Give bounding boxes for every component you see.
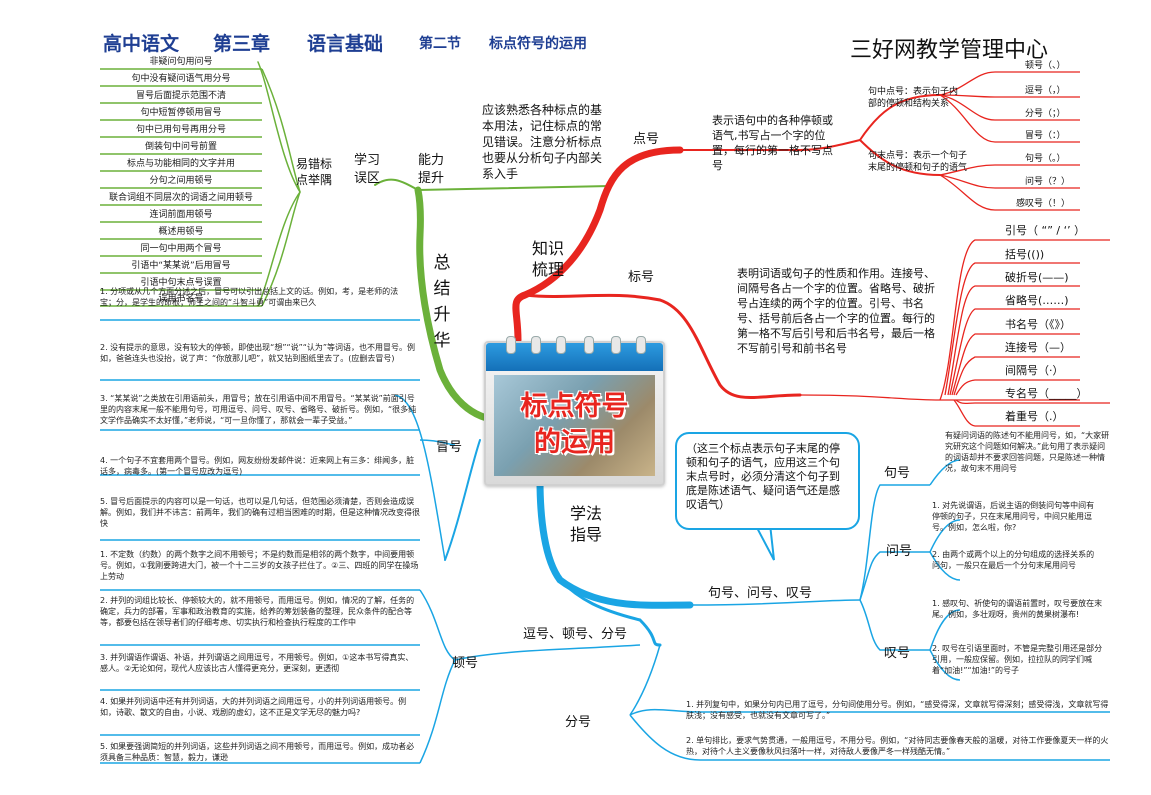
zone-label: 学习误区 — [354, 153, 381, 186]
error-item: 联合词组不同层次的词语之间用顿号 — [108, 193, 253, 203]
calendar-ring — [584, 336, 594, 354]
error-item: 句中没有疑问语气用分号 — [131, 74, 231, 84]
juhao-rule: 有疑问词语的陈述句不能用问号，如，“大家研究研究这个问题如何解决。”此句用了表示… — [945, 431, 1110, 473]
calendar-ring — [636, 336, 646, 354]
error-item: 分句之间用顿号 — [149, 176, 213, 186]
ability-text: 应该熟悉各种标点的基本用法，记住标点的常见错误。注意分析标点也要从分析句子内部关… — [482, 103, 603, 181]
biaohao-mark: 破折号(——) — [1005, 271, 1069, 284]
fenhao-rule-2: 2. 单句排比，要求气势贯通，一般用逗号，不用分号。例如，“对待同志要像春天般的… — [686, 736, 1109, 756]
dunhao-rule-4: 4. 如果并列词语中还有并列词语，大的并列词语之间用逗号，小的并列词语用顿号。例… — [100, 697, 407, 717]
ability-label: 能力提升 — [418, 153, 445, 186]
colon-rule-1: 1. 分项或从几个方面分述之后，冒号可以引出总括上文的话。例如，考，是老师的法宝… — [100, 287, 399, 307]
colon-rule-3: 3. “某某说”之类放在引用语前头，用冒号；放在引用语中间不用冒号。“某某说”前… — [100, 394, 417, 425]
title-unit: 语言基础 — [307, 33, 384, 55]
inner-mark: 逗号（，） — [1025, 86, 1066, 96]
tanhao-label: 叹号 — [884, 646, 911, 661]
biaohao-desc: 表明词语或句子的性质和作用。连接号、间隔号各占一个字的位置。省略号、破折号占连续… — [737, 267, 935, 355]
center-title-line2: 的运用 — [534, 427, 615, 458]
inner-mark: 冒号（：） — [1025, 131, 1066, 141]
juhao-label: 句号 — [884, 466, 911, 481]
biaohao-mark: 专名号（_____） — [1005, 387, 1088, 400]
dunhao-label: 顿号 — [452, 656, 479, 671]
tanhao-rule-2: 2. 叹号在引语里面时，不管是完整引用还是部分引用，一般应保留。例如，拉拉队的同… — [932, 644, 1103, 675]
title-topic: 标点符号的运用 — [489, 36, 587, 52]
wenhao-label: 问号 — [886, 544, 913, 559]
end-mark: 感叹号（！） — [1016, 199, 1071, 209]
error-item: 句中已用句号再用分号 — [135, 125, 226, 135]
dunhao-rule-2: 2. 并列的词组比较长、停顿较大的，就不用顿号，而用逗号。例如，情况的了解，任务… — [100, 596, 415, 627]
biaohao-mark: 书名号（《》） — [1005, 318, 1071, 331]
wenhao-rule-2: 2. 由两个或两个以上的分句组成的选择关系的问句，一般只在最后一个分句末尾用问号 — [932, 550, 1095, 570]
brand-name: 三好网教学管理中心 — [850, 38, 1049, 63]
biaohao-mark: 着重号（.） — [1005, 410, 1064, 423]
error-item: 冒号后面提示范围不清 — [135, 91, 226, 101]
dunhao-rule-3: 3. 并列谓语作谓语、补语，并列谓语之间用逗号，不用顿号。例如，①这本书写得真实… — [100, 653, 414, 673]
dunhao-rule-1: 1. 不定数（约数）的两个数字之间不用顿号；不是约数而是相邻的两个数字，中间要用… — [100, 550, 419, 581]
end-dianhao-desc: 句末点号：表示一个句子末尾的停顿和句子的语气 — [868, 151, 968, 173]
calendar-ring — [531, 336, 541, 354]
center-topic-card: 标点符号 的运用 — [484, 336, 665, 486]
colon-label: 冒号 — [436, 440, 463, 455]
biaohao-mark: 省略号(……) — [1005, 294, 1069, 307]
error-item: 误用书名号 — [158, 294, 204, 304]
common-errors-label: 易错标点举隅 — [296, 157, 333, 187]
calendar-ring — [506, 336, 516, 354]
colon-rule-5: 5. 冒号后面提示的内容可以是一句话，也可以是几句话，但范围必须清楚，否则会造成… — [100, 497, 420, 528]
title-section: 第二节 — [419, 36, 461, 52]
tanhao-rule-1: 1. 感叹句、祈使句的谓语前置时，叹号要放在末尾。例如，多壮观呀，贵州的黄果树瀑… — [932, 599, 1103, 619]
error-item: 标点与功能相同的文字并用 — [126, 159, 235, 169]
biaohao-mark: 连接号（—） — [1005, 341, 1071, 354]
inner-mark: 顿号（、） — [1025, 61, 1066, 71]
title-chapter: 第三章 — [213, 33, 271, 55]
colon-rule-4: 4. 一个句子不宜套用两个冒号。例如，网友纷纷发邮件说：近来网上有三多：绯闻多，… — [100, 456, 415, 476]
error-item: 引语中“某某说”后用冒号 — [131, 261, 231, 271]
inner-mark: 分号（；） — [1025, 109, 1066, 119]
dunhao-rule-5: 5. 如果要强调简短的并列词语，这些并列词语之间不用顿号，而用逗号。例如，成功者… — [100, 742, 415, 762]
bubble-text: （这三个标点表示句子末尾的停顿和句子的语气，应用这三个句末点号时，必须分清这个句… — [686, 442, 840, 511]
calendar-ring — [611, 336, 621, 354]
error-item: 同一句中用两个冒号 — [140, 244, 222, 254]
speech-bubble — [675, 432, 860, 530]
error-item: 句中短暂停顿用冒号 — [140, 108, 222, 118]
error-item: 引语中句末点号误置 — [140, 278, 222, 288]
biaohao-mark: 引号（ “” / ‘’ ） — [1005, 224, 1086, 237]
dianhao-label: 点号 — [633, 132, 660, 147]
dianhao-desc: 表示语句中的各种停顿或语气,书写占一个字的位置，每行的第一格不写点号 — [712, 114, 833, 172]
calendar-ring — [556, 336, 566, 354]
dds-label: 逗号、顿号、分号 — [523, 627, 628, 642]
error-item: 概述用顿号 — [158, 227, 204, 237]
biaohao-label: 标号 — [628, 270, 655, 285]
colon-rule-2: 2. 没有提示的意思，没有较大的停顿，即使出现“想”“说”“认为”等词语，也不用… — [100, 343, 416, 363]
branch-summary-label: 总结升华 — [433, 253, 451, 351]
center-title-line1: 标点符号 — [520, 391, 629, 422]
title-subject: 高中语文 — [103, 33, 180, 55]
end-mark: 句号（。） — [1025, 154, 1066, 164]
error-item: 非疑问句用问号 — [149, 57, 213, 67]
end-mark: 问号（？） — [1025, 177, 1071, 187]
error-item: 连词前面用顿号 — [149, 210, 213, 220]
fenhao-rule-1: 1. 并列复句中，如果分句内已用了逗号，分句间使用分号。例如，“感受得深，文章就… — [686, 700, 1109, 720]
branch-method-label: 学法指导 — [570, 504, 603, 544]
error-item: 倒装句中问号前置 — [144, 142, 217, 152]
inner-dianhao-desc: 句中点号：表示句子内部的停顿和结构关系 — [868, 87, 959, 109]
biaohao-mark: 括号(()) — [1005, 248, 1045, 261]
fenhao-label: 分号 — [565, 715, 592, 730]
biaohao-mark: 间隔号（·） — [1005, 364, 1064, 377]
branch-knowledge-label: 知识梳理 — [532, 239, 565, 279]
jwt-label: 句号、问号、叹号 — [708, 586, 813, 601]
calendar-photo — [494, 375, 655, 476]
wenhao-rule-1: 1. 对先说谓语，后说主语的倒装问句等中间有停顿的句子，只在末尾用问号，中间只能… — [932, 501, 1095, 532]
